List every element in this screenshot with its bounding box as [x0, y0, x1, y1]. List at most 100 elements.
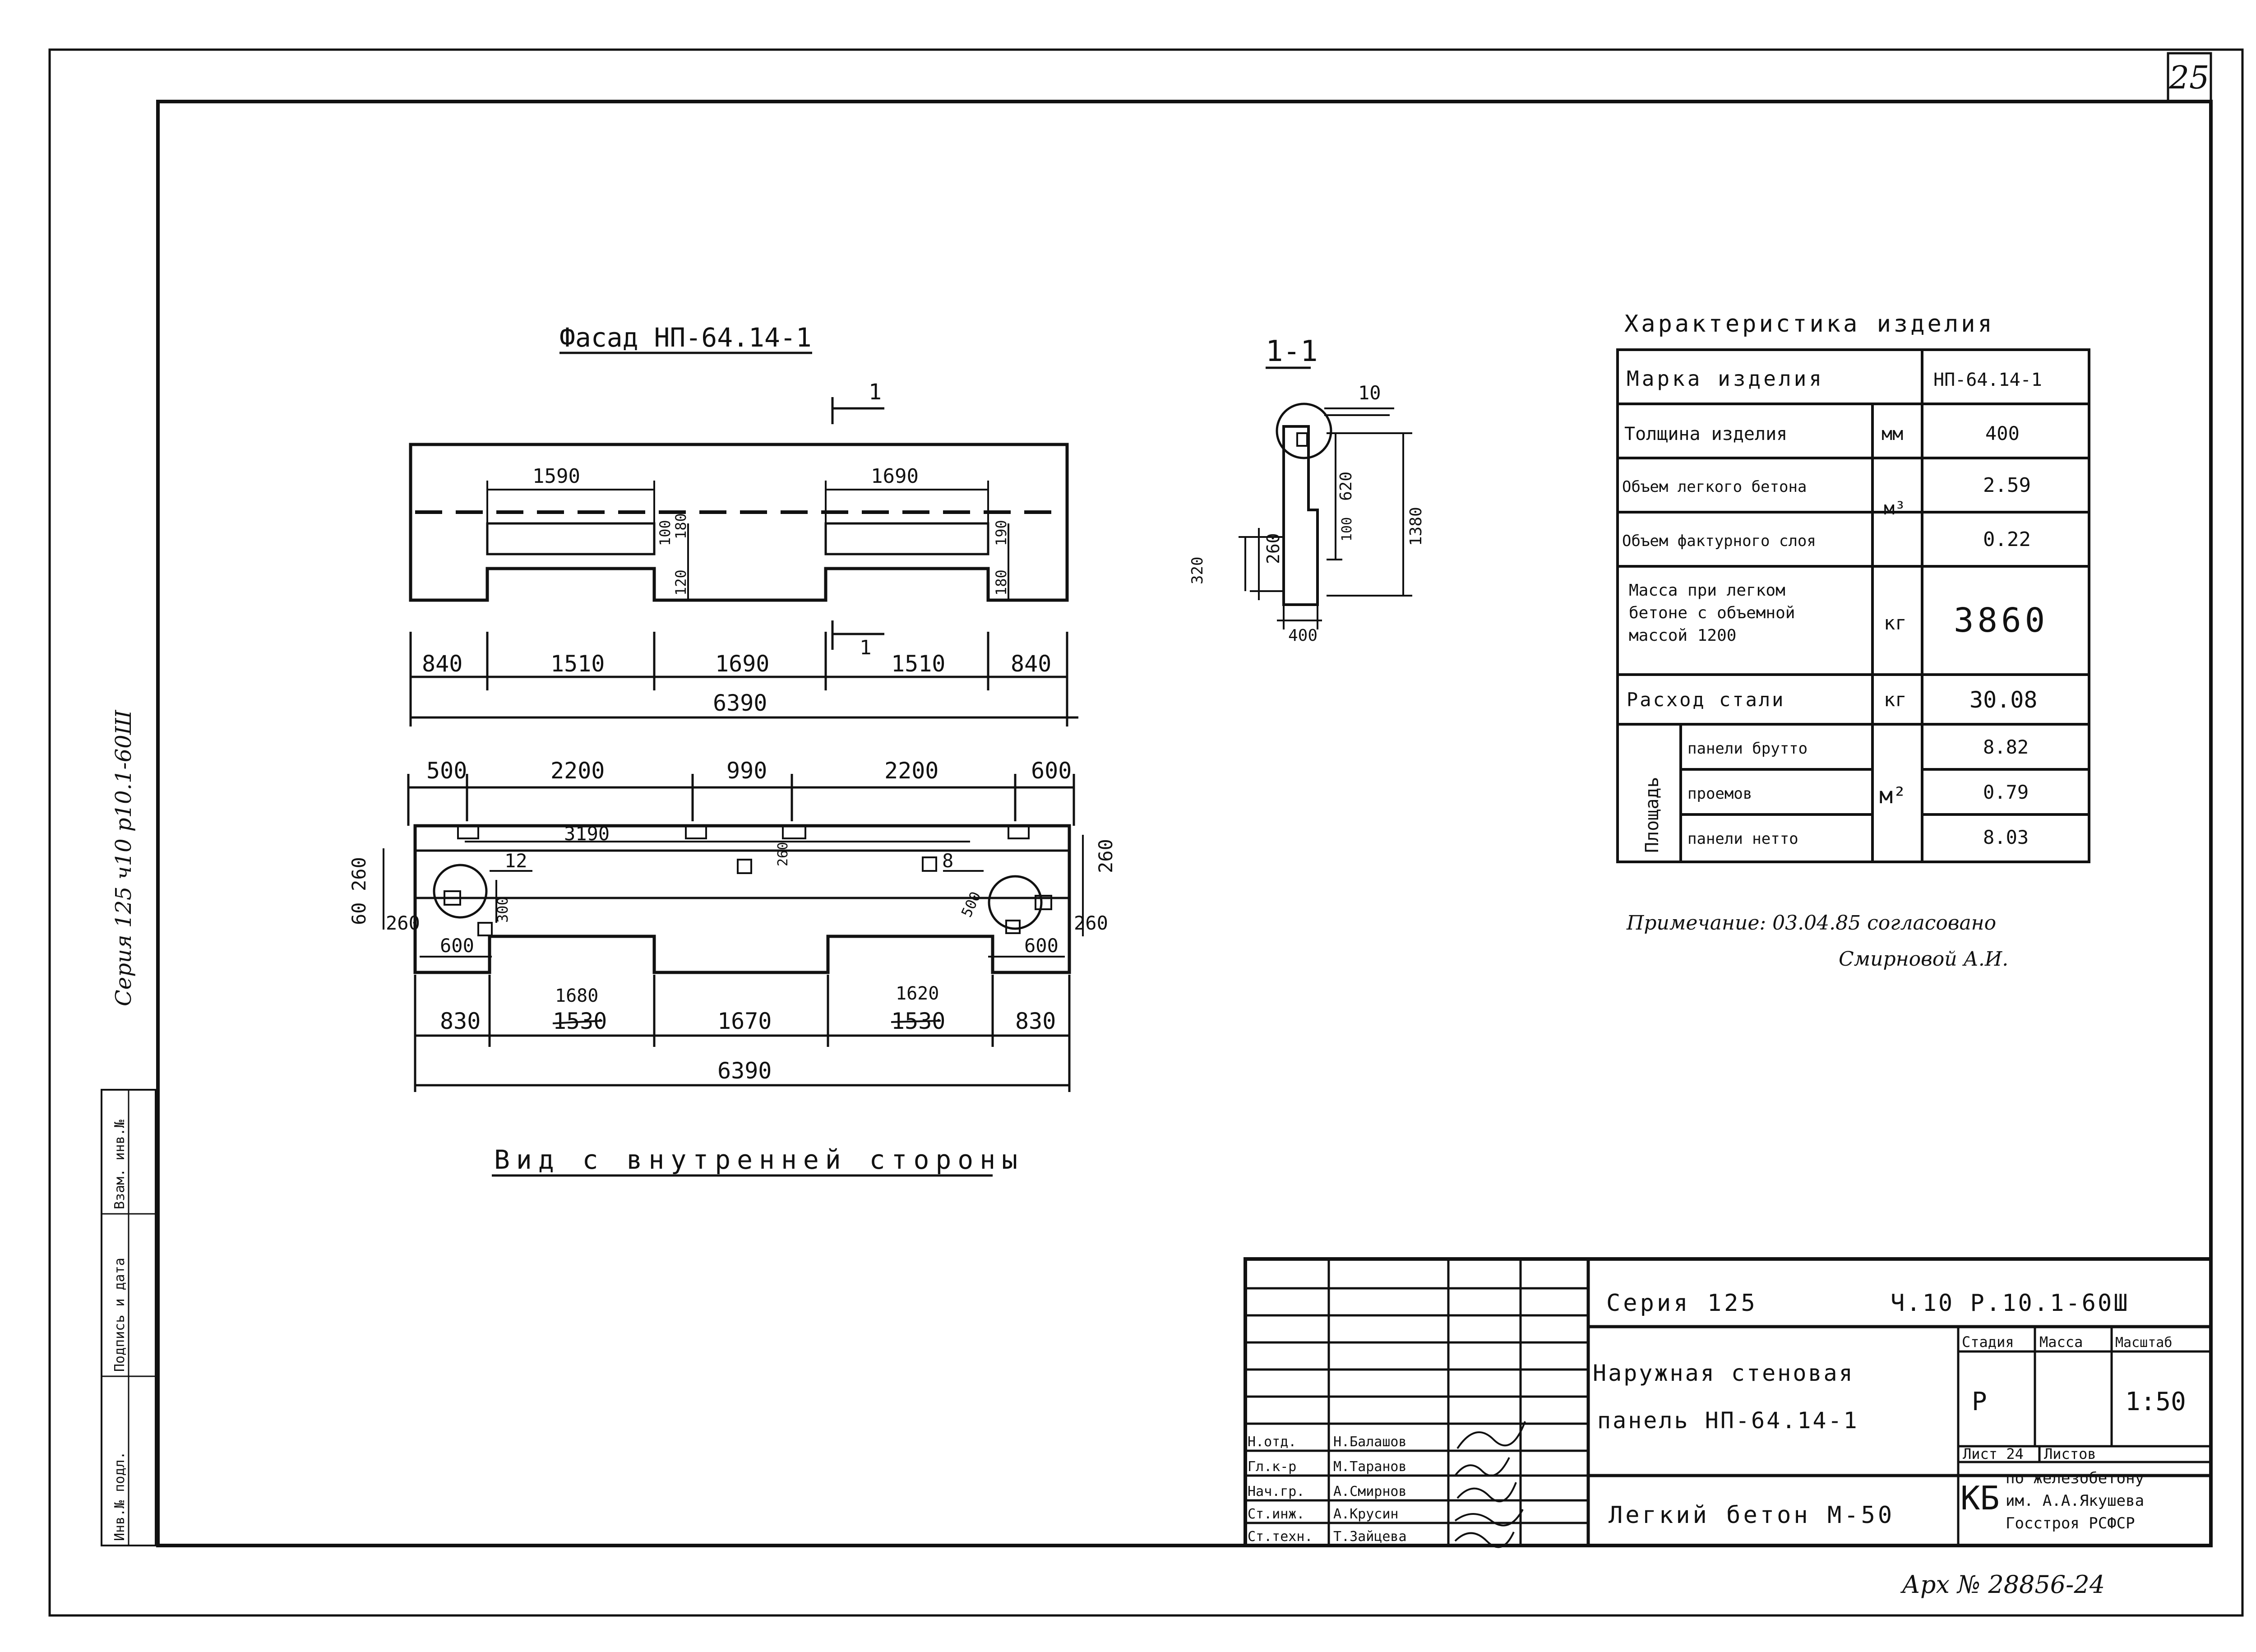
tb-stage-header: Стадия — [1962, 1333, 2014, 1351]
inner-bottom-dim-chain — [414, 975, 1071, 1092]
tb-material: Легкий бетон М-50 — [1609, 1502, 1895, 1529]
inner-mark-8: 8 — [942, 850, 953, 872]
facade-cut-label: 1 — [869, 379, 882, 405]
facade-side-dim-4: 190 — [993, 520, 1010, 546]
facade-cut-label-2: 1 — [860, 636, 872, 659]
facade-title: Фасад НП-64.14-1 — [559, 322, 812, 353]
inner-mark-260: 260 — [775, 842, 791, 866]
char-label-facing-layer: Объем фактурного слоя — [1622, 532, 1816, 550]
char-area-net-value: 8.03 — [1983, 826, 2029, 848]
inner-total-dim: 6390 — [717, 1058, 772, 1084]
facade-top-dim-1: 1590 — [532, 465, 580, 488]
facade-side-dim-3: 180 — [993, 569, 1010, 596]
char-value-mark: НП-64.14-1 — [1933, 370, 2042, 390]
char-unit-steel: кг — [1884, 689, 1907, 711]
tb-role-3: Нач.гр. — [1248, 1484, 1304, 1499]
sheet-number: 25 — [2168, 59, 2209, 96]
tb-series: Серия 125 — [1606, 1290, 1758, 1317]
char-area-gross-value: 8.82 — [1983, 736, 2029, 758]
char-value-thickness: 400 — [1985, 422, 2020, 444]
tb-name-person-4: А.Крусин — [1333, 1506, 1399, 1522]
inner-embedded-parts — [444, 825, 1052, 936]
section-dim-620: 620 — [1337, 472, 1355, 501]
facade-panel-outline — [409, 443, 1069, 602]
tb-role-5: Ст.техн. — [1248, 1529, 1313, 1545]
section-dim-1380: 1380 — [1407, 507, 1425, 546]
section-title: 1-1 — [1266, 335, 1318, 368]
tb-role-4: Ст.инж. — [1248, 1506, 1304, 1522]
char-value-steel: 30.08 — [1969, 687, 2038, 713]
inner-top-dim-chain — [407, 774, 1075, 826]
tb-name-1: Наружная стеновая — [1593, 1360, 1854, 1386]
char-unit-volume: м³ — [1884, 498, 1905, 519]
note-line-1: Примечание: 03.04.85 согласовано — [1626, 912, 1996, 935]
tb-name-person-5: Т.Зайцева — [1333, 1529, 1407, 1545]
char-label-mark: Марка изделия — [1627, 366, 1824, 391]
char-area-net-label: панели нетто — [1687, 830, 1798, 848]
tb-name-person-1: Н.Балашов — [1333, 1434, 1407, 1450]
char-unit-mass: кг — [1884, 612, 1907, 634]
inner-detail-circle-left — [433, 864, 488, 919]
facade-side-dim-0: 100 — [656, 520, 674, 546]
characteristics-table — [1616, 348, 2090, 863]
tb-stage: Р — [1972, 1387, 1987, 1416]
tb-sheets: Листов — [2044, 1445, 2096, 1462]
side-col-replace: Взам. инв.№ — [112, 1120, 128, 1209]
tb-mass-header: Масса — [2039, 1333, 2083, 1351]
char-area-group-label: Площадь — [1642, 777, 1663, 853]
char-value-facing-layer: 0.22 — [1983, 528, 2031, 551]
facade-top-dim-2: 1690 — [871, 465, 919, 488]
tb-name-2: панель НП-64.14-1 — [1597, 1407, 1859, 1434]
tb-name-person-2: М.Таранов — [1333, 1459, 1407, 1475]
side-col-sign: Подпись и дата — [112, 1258, 128, 1372]
inner-bottom-dim-5: 830 — [1015, 1008, 1056, 1034]
tb-role-2: Гл.к-р — [1248, 1459, 1296, 1475]
facade-cut-mark-bottom — [831, 620, 884, 650]
inner-left-dim-260: 260 — [348, 857, 370, 891]
inner-top-dim-5: 600 — [1031, 758, 1072, 784]
tb-signatures — [1454, 1421, 1526, 1548]
inner-corr-dim-1: 1680 — [555, 986, 598, 1006]
inner-left-dim-60: 60 — [348, 902, 370, 925]
section-dim-100: 100 — [1339, 517, 1355, 541]
inner-right-dim-260: 260 — [1095, 839, 1117, 873]
char-unit-thickness: мм — [1882, 424, 1903, 444]
section-dim-260: 260 — [1263, 533, 1283, 564]
inner-top-dim-4: 2200 — [884, 758, 938, 784]
char-label-steel: Расход стали — [1627, 689, 1785, 711]
inner-detail-circle-right — [988, 875, 1043, 930]
archive-number: Арх № 28856-24 — [1900, 1570, 2105, 1599]
char-value-light-concrete: 2.59 — [1983, 474, 2031, 497]
inner-bottom-dim-1: 830 — [440, 1008, 481, 1034]
inner-right-dim-260b: 260 — [1074, 912, 1108, 934]
tb-role-1: Н.отд. — [1248, 1434, 1296, 1450]
facade-bottom-dim-2: 1510 — [550, 651, 605, 677]
side-series-stamp: Серия 125 ч10 р10.1-60Ш — [111, 709, 136, 1006]
inner-top-dim-3: 990 — [726, 758, 767, 784]
inner-view-title: Вид с внутренней стороны — [494, 1144, 1024, 1175]
facade-bottom-dim-4: 1510 — [891, 651, 945, 677]
tb-code: Ч.10 Р.10.1-60Ш — [1891, 1290, 2130, 1317]
inner-mark-300: 300 — [494, 897, 511, 923]
char-label-mass-3: массой 1200 — [1629, 626, 1736, 645]
tb-name-person-3: А.Смирнов — [1333, 1484, 1407, 1499]
characteristics-title: Характеристика изделия — [1624, 310, 1995, 338]
char-area-openings-label: проемов — [1687, 785, 1752, 803]
facade-dim-chain — [409, 632, 1078, 727]
inner-panel-outline — [413, 824, 1071, 974]
char-label-mass-2: бетоне с объемной — [1629, 604, 1795, 622]
outer-border — [48, 48, 2244, 1617]
tb-scale-header: Масштаб — [2115, 1335, 2172, 1351]
char-value-mass: 3860 — [1954, 601, 2048, 640]
side-col-inv: Инв.№ подл. — [112, 1451, 128, 1541]
inner-corr-dim-2: 1620 — [896, 983, 939, 1004]
tb-org-line-3: Госстроя РСФСР — [2006, 1514, 2135, 1532]
title-block — [1244, 1257, 2213, 1547]
inner-top-dim-2: 2200 — [550, 758, 605, 784]
section-detail-circle — [1276, 403, 1332, 459]
inner-mark-12: 12 — [504, 850, 527, 872]
facade-bottom-dim-3: 1690 — [715, 651, 769, 677]
facade-cut-mark-top — [831, 397, 884, 424]
inner-mid-dim: 3190 — [564, 823, 610, 845]
tb-scale: 1:50 — [2125, 1387, 2186, 1416]
